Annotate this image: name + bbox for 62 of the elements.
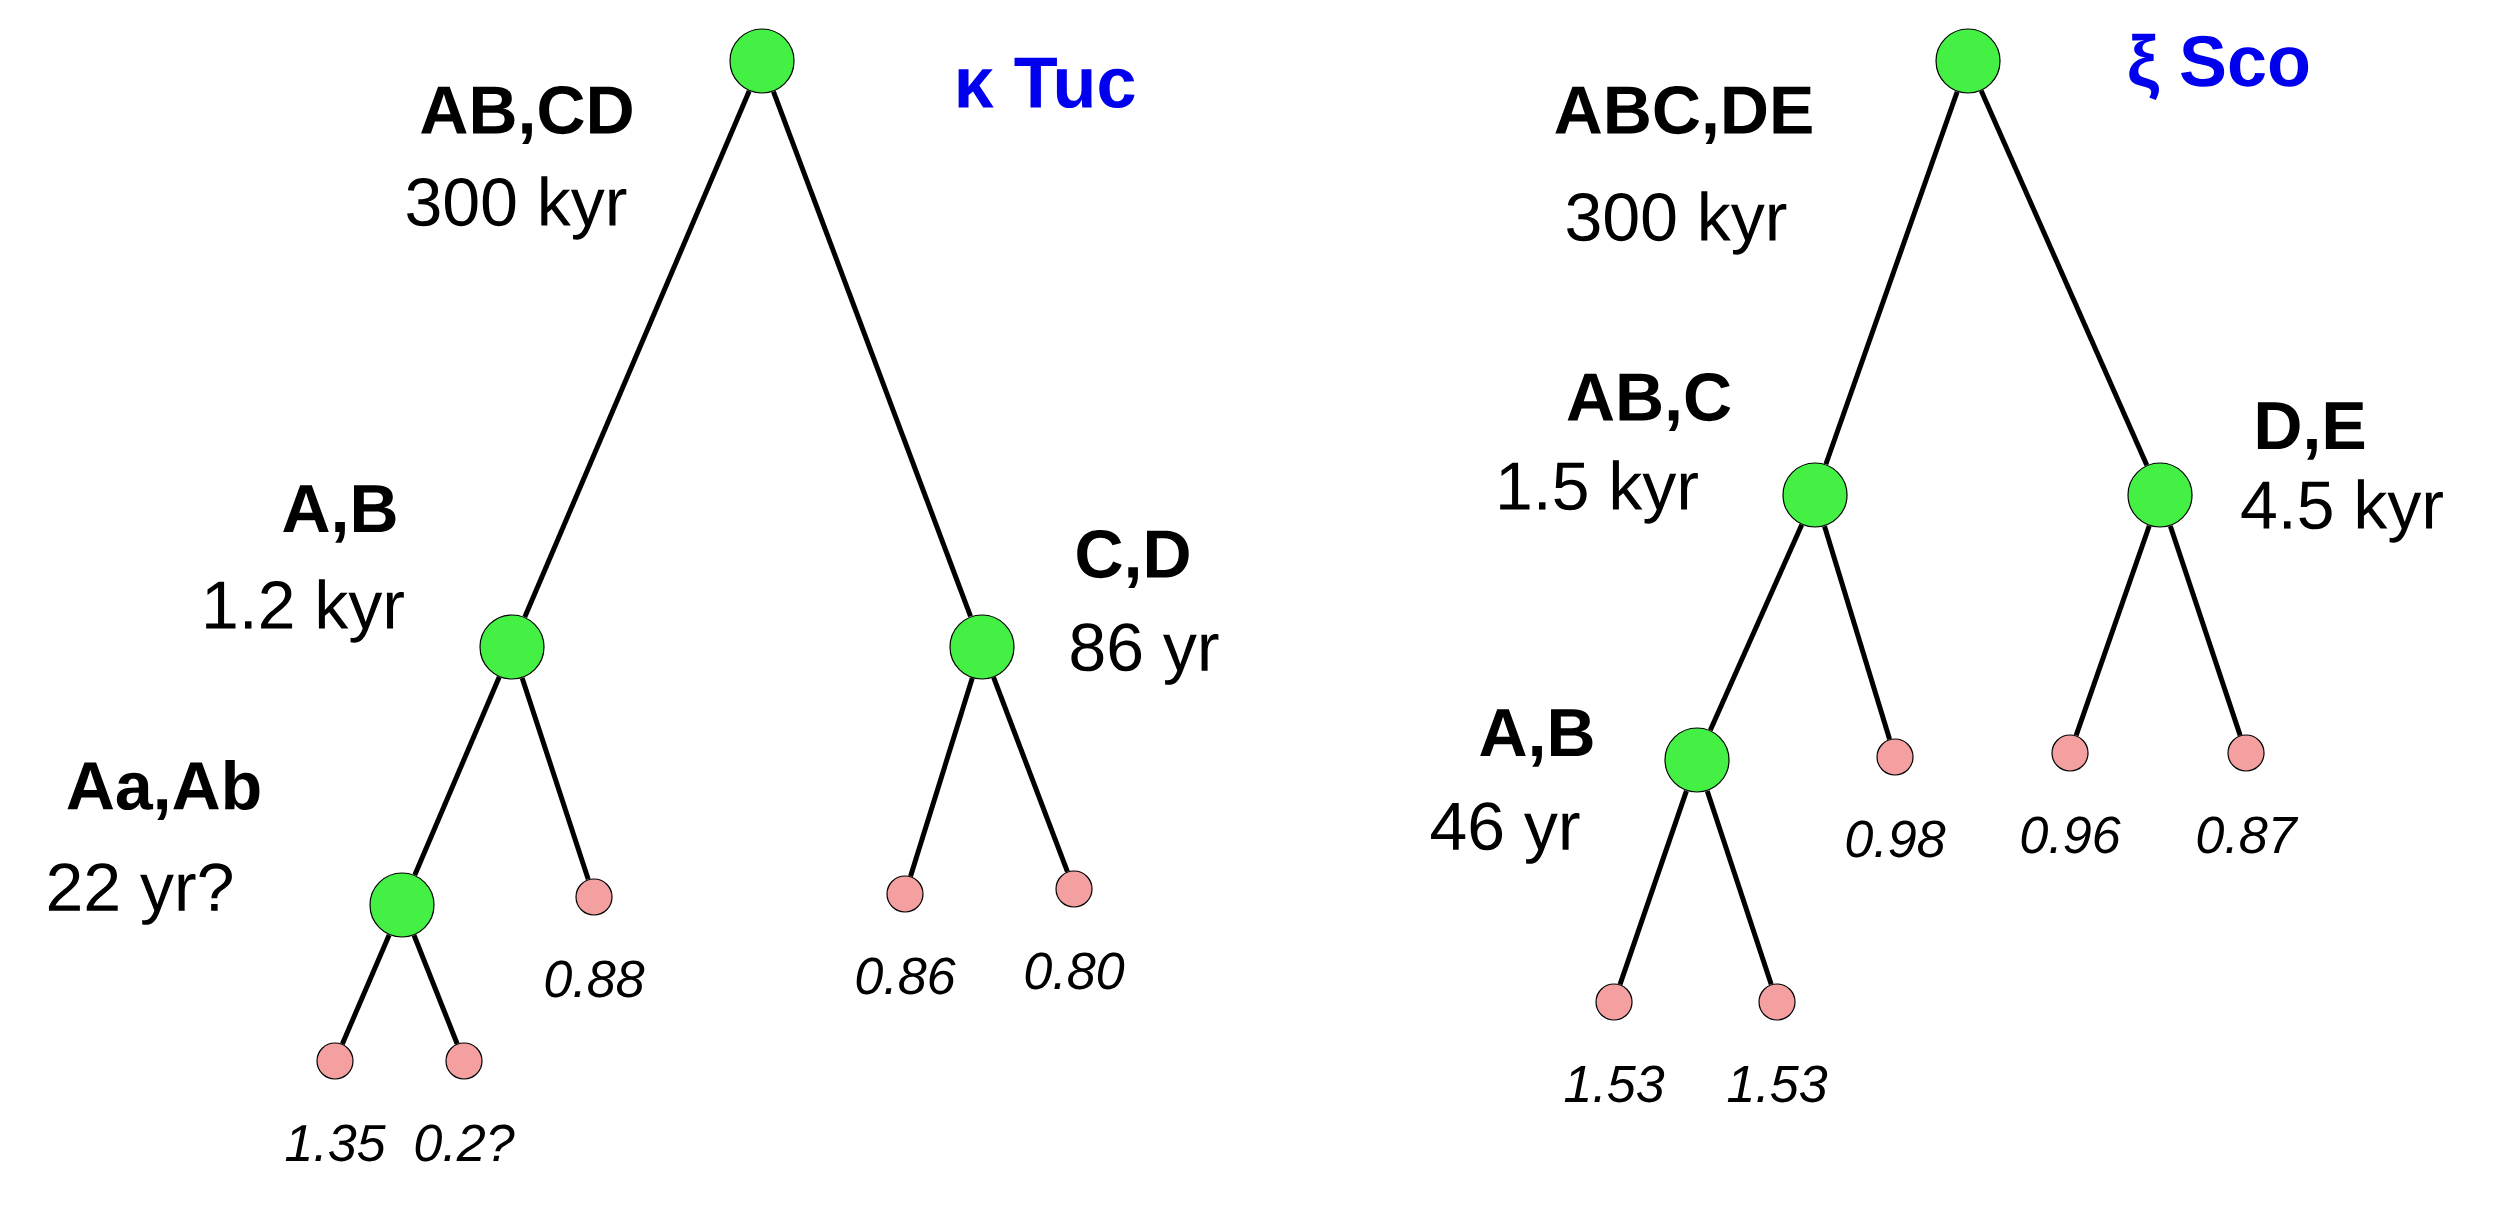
branch-line (519, 677, 591, 881)
node-circle (1758, 983, 1796, 1021)
node-circle (575, 878, 613, 916)
branch-line (1708, 523, 1805, 732)
mass-label: 0.2? (415, 1124, 515, 1162)
node-circle (2051, 734, 2089, 772)
branch-line (522, 90, 752, 618)
node-circle (1664, 727, 1730, 793)
period-label: 4.5 kyr (2241, 479, 2443, 543)
branch-line (1704, 790, 1774, 986)
period-label: 300 kyr (1567, 191, 1787, 255)
mass-label: 1.53 (1727, 1065, 1828, 1103)
node-circle (949, 614, 1015, 680)
node-circle (729, 28, 795, 94)
branch-line (1617, 790, 1689, 986)
component-label: C,D (1077, 530, 1189, 588)
node-circle (369, 872, 435, 938)
node-circle (886, 875, 924, 913)
branch-line (1978, 89, 2150, 467)
component-label: A,B (283, 485, 396, 543)
branch-line (771, 90, 973, 618)
mass-label: 0.86 (856, 957, 956, 995)
branch-line (412, 676, 502, 876)
node-circle (479, 614, 545, 680)
branch-line (1822, 525, 1892, 740)
branch-line (2167, 525, 2243, 737)
node-circle (2127, 462, 2193, 528)
star-name: ξ Sco (2129, 33, 2309, 101)
branch-line (1823, 90, 1960, 466)
branch-line (2073, 524, 2152, 737)
branch-line (340, 933, 392, 1045)
mass-label: 0.96 (2021, 816, 2121, 854)
component-label: A,B (1480, 709, 1593, 767)
branch-line (908, 677, 975, 877)
mass-label: 0.98 (1846, 820, 1946, 858)
node-circle (316, 1042, 354, 1080)
period-label: 1.2 kyr (206, 579, 404, 643)
period-label: 300 kyr (407, 176, 627, 240)
node-circle (1055, 870, 1093, 908)
component-label: AB,CD (421, 86, 632, 144)
component-label: ABC,DE (1555, 86, 1812, 144)
period-label: 1.5 kyr (1500, 460, 1698, 524)
mass-label: 0.80 (1025, 952, 1125, 990)
branch-line (411, 934, 460, 1045)
node-circle (445, 1042, 483, 1080)
node-circle (1876, 738, 1914, 776)
node-circle (1935, 28, 2001, 94)
component-label: D,E (2257, 402, 2365, 460)
star-name: κ Tuc (958, 57, 1135, 109)
component-label: AB,C (1567, 373, 1731, 431)
mass-label: 0.87 (2197, 816, 2299, 854)
mass-label: 1.35 (285, 1124, 386, 1162)
period-label: 46 yr (1431, 802, 1580, 864)
period-label: 22 yr? (48, 863, 232, 925)
branch-line (991, 676, 1070, 873)
mass-label: 0.88 (545, 960, 645, 998)
node-circle (1595, 983, 1633, 1021)
period-label: 86 yr (1071, 623, 1219, 685)
mass-label: 1.53 (1564, 1065, 1665, 1103)
node-circle (2227, 734, 2265, 772)
node-circle (1782, 462, 1848, 528)
component-label: Aa,Ab (67, 760, 260, 820)
